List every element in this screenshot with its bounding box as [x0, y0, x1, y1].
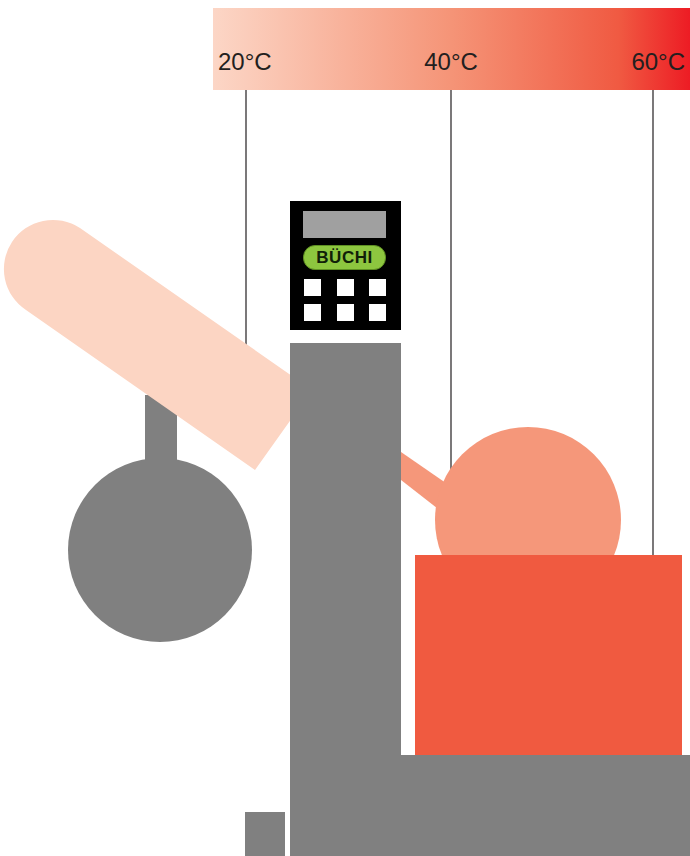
temperature-scale: 20°C 40°C 60°C	[213, 8, 690, 90]
condenser	[4, 220, 292, 470]
key	[337, 279, 354, 296]
key	[369, 304, 386, 321]
key	[304, 279, 321, 296]
temperature-band	[213, 8, 690, 90]
leader-line	[450, 90, 451, 482]
display	[303, 211, 386, 238]
temperature-label: 60°C	[631, 50, 685, 74]
foot	[245, 812, 285, 856]
receiving-flask	[68, 458, 252, 642]
brand-text: BÜCHI	[316, 249, 372, 266]
leader-line	[652, 90, 653, 555]
controller	[290, 201, 401, 330]
brand-logo: BÜCHI	[303, 245, 386, 270]
leader-line	[245, 90, 246, 345]
temperature-label: 20°C	[218, 50, 272, 74]
temperature-label: 40°C	[424, 50, 478, 74]
base	[290, 755, 690, 856]
key	[369, 279, 386, 296]
key	[304, 304, 321, 321]
key	[337, 304, 354, 321]
heating-bath	[415, 555, 682, 755]
